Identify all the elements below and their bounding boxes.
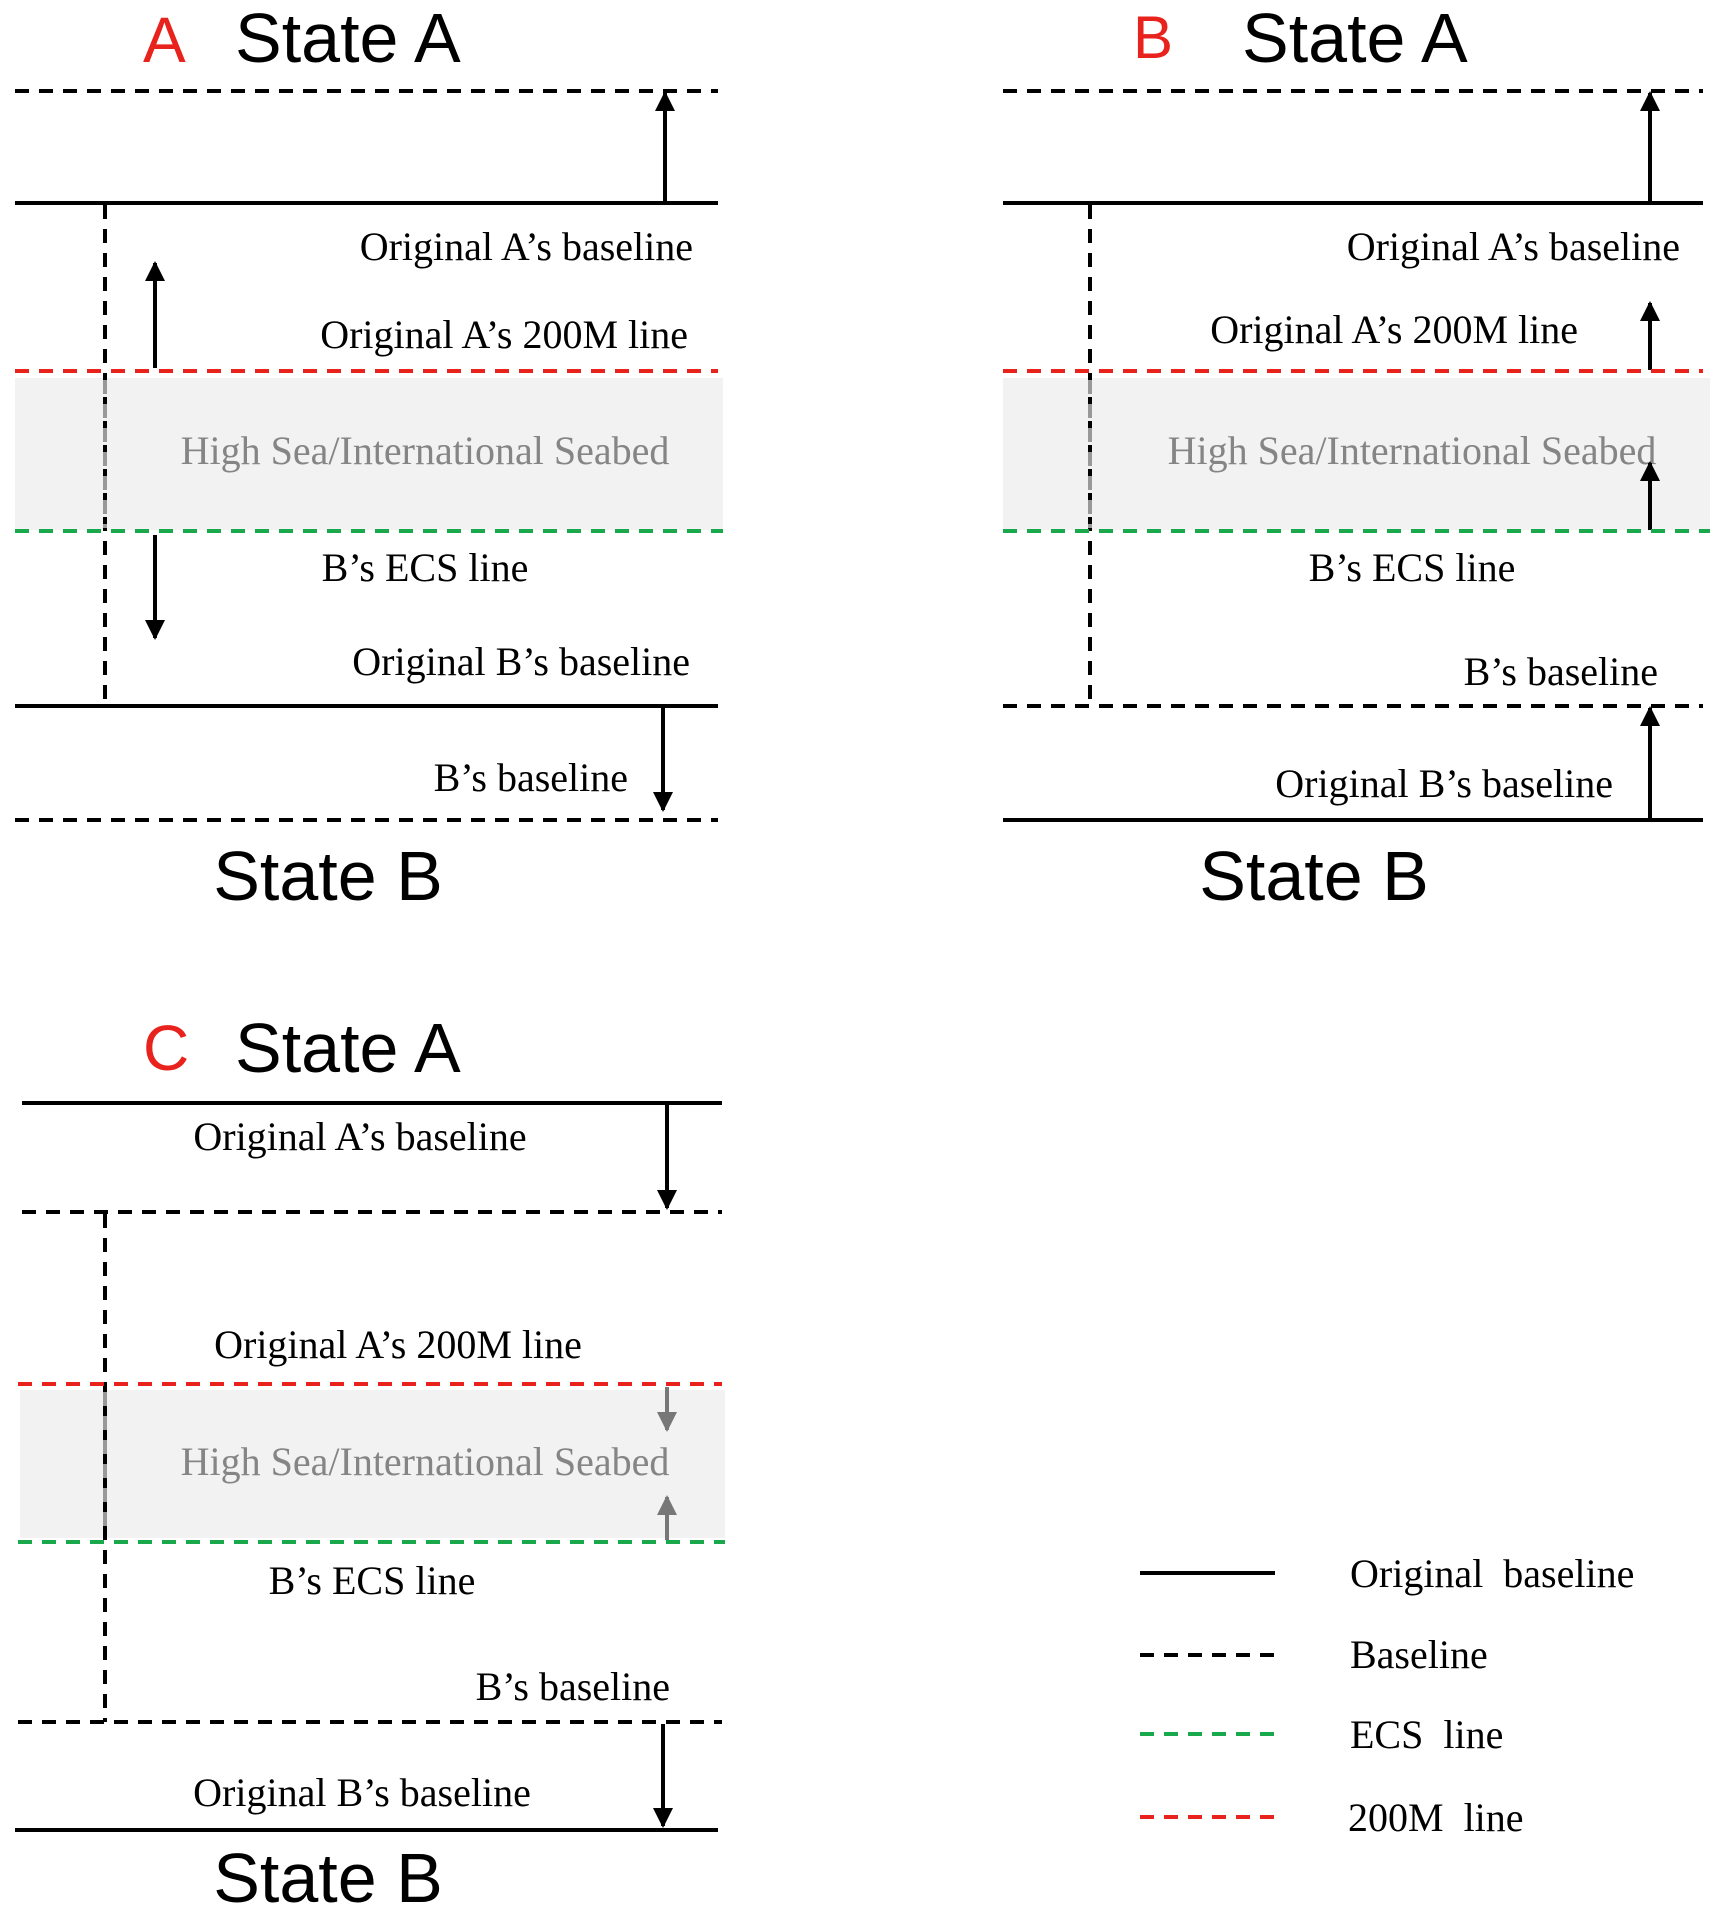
label-orig-a-baseline: Original A’s baseline: [1347, 224, 1680, 269]
label-b-ecs: B’s ECS line: [269, 1558, 476, 1603]
state-a-title: State A: [235, 1009, 461, 1087]
panel-letter: A: [143, 4, 186, 76]
state-a-title: State A: [235, 0, 461, 77]
legend-label-baseline: Baseline: [1350, 1632, 1488, 1677]
label-b-baseline: B’s baseline: [1464, 649, 1658, 694]
state-b-title: State B: [213, 837, 443, 915]
panel-letter: B: [1133, 4, 1173, 71]
legend-label-ecs-line: ECS line: [1350, 1712, 1503, 1757]
high-sea-area: [20, 1390, 725, 1538]
legend: Original baseline Baseline ECS line 200M…: [1140, 1551, 1634, 1840]
panel-letter: C: [143, 1012, 189, 1084]
label-orig-a-200m: Original A’s 200M line: [214, 1322, 582, 1367]
legend-label-original-baseline: Original baseline: [1350, 1551, 1634, 1596]
label-b-baseline: B’s baseline: [476, 1664, 670, 1709]
label-orig-b-baseline: Original B’s baseline: [193, 1770, 531, 1815]
label-high-sea: High Sea/International Seabed: [1168, 428, 1657, 473]
label-orig-b-baseline: Original B’s baseline: [352, 639, 690, 684]
label-b-baseline: B’s baseline: [434, 755, 628, 800]
legend-label-200m-line: 200M line: [1348, 1795, 1524, 1840]
state-b-title: State B: [1199, 837, 1429, 915]
state-b-title: State B: [213, 1839, 443, 1912]
label-b-ecs: B’s ECS line: [322, 545, 529, 590]
label-orig-a-baseline: Original A’s baseline: [360, 224, 693, 269]
label-orig-a-200m: Original A’s 200M line: [1210, 307, 1578, 352]
panel-c: C State A Original A’s baseline Original…: [15, 1009, 725, 1912]
high-sea-area: [15, 378, 723, 530]
label-high-sea: High Sea/International Seabed: [181, 428, 670, 473]
label-orig-a-baseline: Original A’s baseline: [193, 1114, 526, 1159]
label-b-ecs: B’s ECS line: [1309, 545, 1516, 590]
panel-b: B State A Original A’s baseline Original…: [1003, 0, 1710, 915]
label-orig-a-200m: Original A’s 200M line: [320, 312, 688, 357]
high-sea-area: [1003, 378, 1710, 530]
state-a-title: State A: [1242, 0, 1468, 77]
label-high-sea: High Sea/International Seabed: [181, 1439, 670, 1484]
panel-a: A State A Original A’s baseline Original…: [15, 0, 723, 915]
label-orig-b-baseline: Original B’s baseline: [1275, 761, 1613, 806]
